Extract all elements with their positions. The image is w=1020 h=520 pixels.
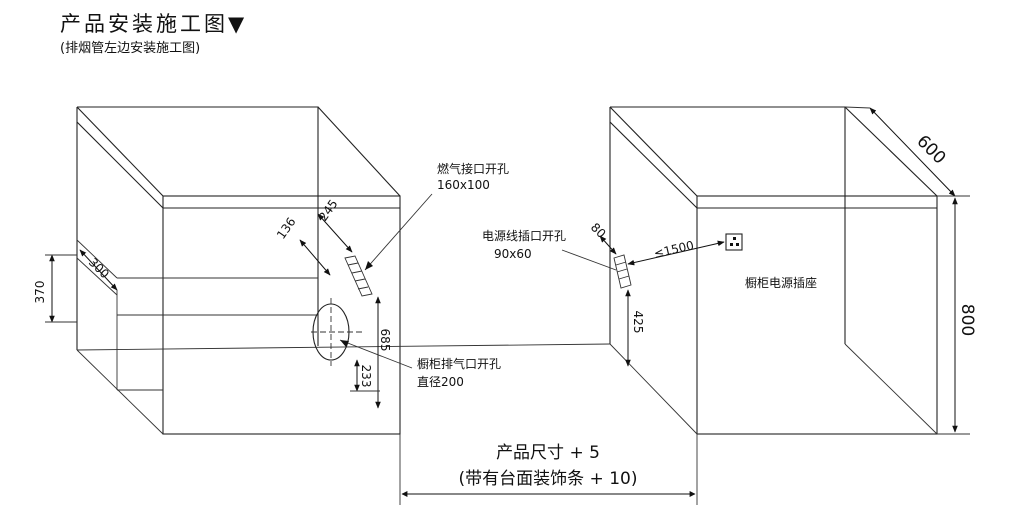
- exhaust-hole-diameter: 直径200: [417, 375, 464, 389]
- gas-hole-label: 燃气接口开孔: [437, 161, 509, 176]
- power-hole-label: 电源线插口开孔: [482, 229, 566, 243]
- dim-425: 425: [631, 311, 645, 334]
- dim-600: 600: [912, 131, 949, 168]
- dim-136: 136: [274, 215, 299, 242]
- right-cabinet: [609, 106, 938, 435]
- dim-800: 800: [957, 304, 977, 336]
- left-cabinet: [76, 106, 611, 435]
- power-hole-size: 90x60: [494, 247, 532, 261]
- power-hole: [613, 254, 632, 289]
- gas-hole: [344, 255, 373, 297]
- dim-300: 300: [86, 255, 112, 281]
- product-size-label: 产品尺寸 + 5: [496, 443, 600, 463]
- dim-80: 80: [588, 220, 609, 241]
- diagram-subtitle: (排烟管左边安装施工图): [60, 41, 201, 56]
- diagram-title: 产品安装施工图▼: [60, 12, 248, 36]
- exhaust-hole-label: 橱柜排气口开孔: [417, 356, 501, 371]
- dim-1500: ≤1500: [653, 238, 696, 261]
- right-cabinet-front-face: [696, 195, 938, 435]
- dim-685: 685: [378, 329, 392, 352]
- power-socket-icon: [725, 233, 743, 251]
- dim-245: 245: [316, 197, 341, 224]
- socket-label: 橱柜电源插座: [745, 275, 817, 290]
- dim-370: 370: [33, 281, 47, 304]
- dim-233: 233: [359, 365, 373, 388]
- gas-hole-size: 160x100: [437, 178, 490, 192]
- trim-note-label: (带有台面装饰条 + 10): [459, 469, 638, 489]
